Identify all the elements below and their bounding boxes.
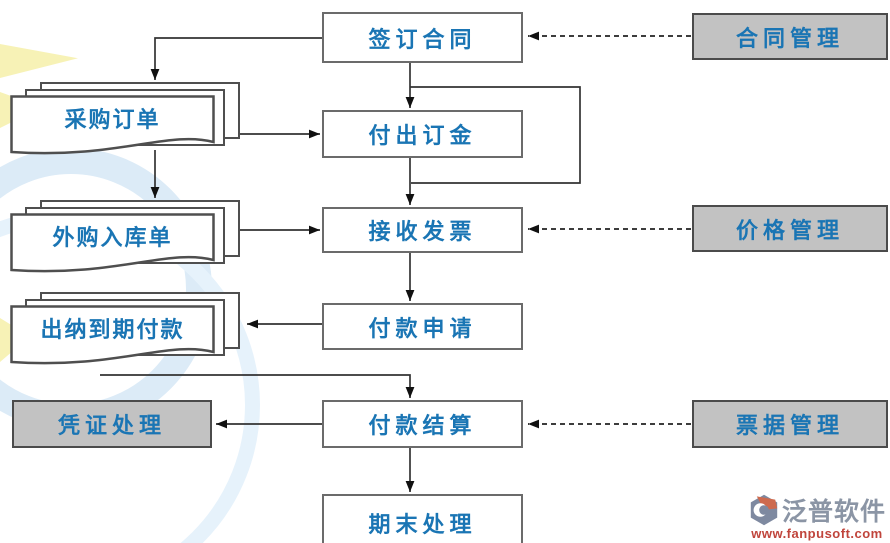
node-payment-request: 付款申请 xyxy=(322,303,523,350)
connector-cashier-to-settlement xyxy=(100,374,415,398)
node-sign-contract-label: 签订合同 xyxy=(368,26,477,52)
node-cashier-due-payment-label: 出纳到期付款 xyxy=(40,317,185,342)
node-receive-invoice: 接收发票 xyxy=(322,207,523,253)
node-voucher-processing-label: 凭证处理 xyxy=(57,413,166,438)
fanpu-logo: 泛普软件 www.fanpusoft.com xyxy=(748,492,886,541)
node-payment-request-label: 付款申请 xyxy=(368,315,477,341)
document-sheet-front xyxy=(10,213,215,273)
node-cashier-due-payment-stack: 出纳到期付款 xyxy=(10,292,255,372)
node-voucher-processing: 凭证处理 xyxy=(12,400,212,448)
node-period-end-processing-label: 期末处理 xyxy=(368,512,477,537)
node-contract-management-label: 合同管理 xyxy=(735,25,844,51)
node-payment-settlement-label: 付款结算 xyxy=(368,413,477,438)
connector-sign-to-purchase-order xyxy=(150,37,323,80)
fanpu-logo-icon xyxy=(750,494,778,526)
node-pay-deposit: 付出订金 xyxy=(322,110,523,158)
node-sign-contract: 签订合同 xyxy=(322,12,523,63)
node-payment-settlement: 付款结算 xyxy=(322,400,523,448)
node-price-management-label: 价格管理 xyxy=(735,217,844,243)
node-contract-management: 合同管理 xyxy=(692,13,888,60)
fanpu-logo-brand: 泛普软件 xyxy=(781,499,886,526)
node-purchase-order-stack: 采购订单 xyxy=(10,82,255,162)
node-pay-deposit-label: 付出订金 xyxy=(368,123,477,148)
node-receive-invoice-label: 接收发票 xyxy=(368,219,477,244)
node-price-management: 价格管理 xyxy=(692,205,888,252)
node-bill-management-label: 票据管理 xyxy=(735,413,844,438)
node-warehouse-receipt-stack: 外购入库单 xyxy=(10,200,255,280)
node-warehouse-receipt-label: 外购入库单 xyxy=(52,225,173,250)
fanpu-logo-website: www.fanpusoft.com xyxy=(751,526,883,541)
document-sheet-front xyxy=(10,95,215,155)
connector-bypass-sign-to-invoice xyxy=(410,86,581,184)
document-sheet-front xyxy=(10,305,215,365)
node-purchase-order-label: 采购订单 xyxy=(64,107,161,132)
node-bill-management: 票据管理 xyxy=(692,400,888,448)
node-period-end-processing: 期末处理 xyxy=(322,494,523,543)
